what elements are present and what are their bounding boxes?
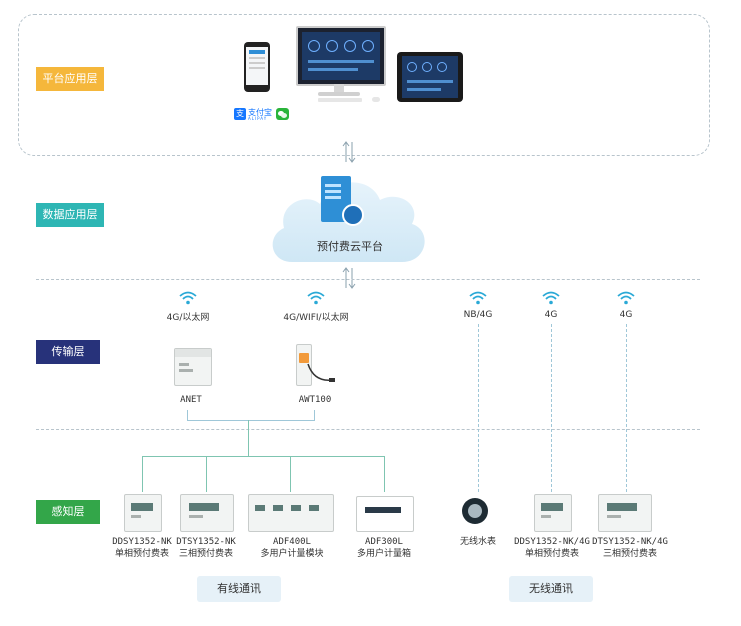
single-phase-4g-meter-device [534,494,572,532]
device-label: ADF300L 多用户计量箱 [344,536,424,560]
device-model: DTSY1352-NK [176,537,236,547]
network-label: 4G/以太网 [166,313,210,323]
alipay-sub-text: ALIPAY [248,116,268,121]
device-label: ADF400L 多用户计量模块 [250,536,334,560]
wechat-logo-icon [276,108,289,120]
sync-arrows-icon [342,141,356,163]
gateway-label: ANET [180,395,202,405]
wifi-icon [469,291,487,305]
connector-line [314,410,315,420]
anet-gateway-device [174,348,212,386]
mouse-icon [372,97,380,102]
wifi-icon [179,291,197,305]
water-meter-device [460,494,494,530]
keyboard-icon [318,98,362,102]
device-model: DTSY1352-NK/4G [592,537,668,547]
device-label: 无线水表 [446,536,510,548]
network-label: 4G [619,310,633,320]
three-phase-meter-device [180,494,234,532]
antenna-icon [307,363,335,382]
wifi-icon [617,291,635,305]
wifi-icon [542,291,560,305]
awt100-gateway-device [296,344,312,386]
connector-line [384,456,385,492]
device-type: 三相预付费表 [178,549,233,559]
platform-layer-box [18,14,710,156]
sensing-layer-badge: 感知层 [36,500,100,524]
device-model: 无线水表 [459,537,496,547]
device-type: 单相预付费表 [114,549,169,559]
network-label: 4G [544,310,558,320]
transport-layer-badge: 传输层 [36,340,100,364]
device-model: DDSY1352-NK [112,537,172,547]
connector-line [142,456,143,492]
connector-line [248,420,249,456]
single-phase-meter-device [124,494,162,532]
device-model: ADF400L [273,537,311,547]
connector-line [142,456,384,457]
wireless-connector-line [551,324,552,492]
sync-arrows-icon [342,267,356,289]
device-type: 多用户计量箱 [356,549,411,559]
alipay-logo-icon: 支 [234,108,246,120]
cloud-platform-label: 预付费云平台 [317,240,383,253]
separator-line [36,429,700,430]
platform-layer-badge: 平台应用层 [36,67,104,91]
connector-line [187,410,188,420]
monitor-stand [334,84,344,92]
device-model: ADF300L [365,537,403,547]
multi-user-module-device [248,494,334,532]
three-phase-4g-meter-device [598,494,652,532]
wifi-icon [307,291,325,305]
network-label: 4G/WIFI/以太网 [283,313,349,323]
smartphone-icon [244,42,270,92]
globe-icon [342,204,364,226]
gateway-label: AWT100 [298,395,332,405]
device-label: DDSY1352-NK 单相预付费表 [102,536,182,560]
monitor-base [318,92,360,96]
wireless-comm-label: 无线通讯 [509,576,593,602]
alipay-text: 支付宝 [248,108,272,117]
device-model: DDSY1352-NK/4G [514,537,590,547]
device-label: DTSY1352-NK/4G 三相预付费表 [588,536,672,560]
desktop-monitor-icon [296,26,386,86]
data-layer-badge: 数据应用层 [36,203,104,227]
connector-line [187,420,315,421]
wired-comm-label: 有线通讯 [197,576,281,602]
device-type: 多用户计量模块 [260,549,324,559]
device-label: DDSY1352-NK/4G 单相预付费表 [510,536,594,560]
device-type: 单相预付费表 [524,549,579,559]
device-label: DTSY1352-NK 三相预付费表 [166,536,246,560]
device-type: 三相预付费表 [602,549,657,559]
wireless-connector-line [478,324,479,492]
wireless-connector-line [626,324,627,492]
connector-line [206,456,207,492]
connector-line [290,456,291,492]
network-label: NB/4G [463,310,493,320]
separator-line [36,279,700,280]
tablet-icon [397,52,463,102]
multi-user-box-device [356,496,414,532]
